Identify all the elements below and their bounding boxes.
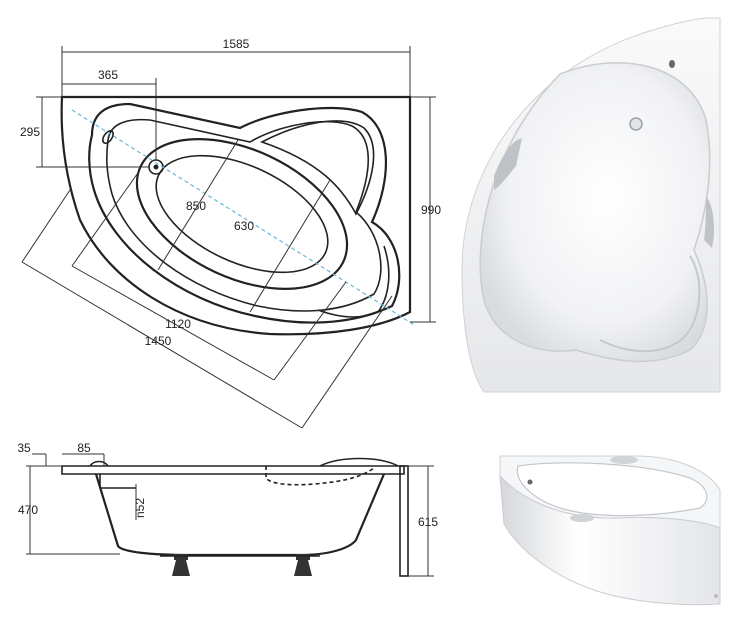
dim-inner-height: 470 bbox=[18, 503, 38, 517]
side-lip-right bbox=[319, 457, 399, 467]
tub-bowl-contour bbox=[106, 118, 382, 312]
leg-right bbox=[294, 560, 312, 576]
top-view-drawing: 1585 365 295 990 850 630 1120 1450 bbox=[20, 37, 441, 429]
photo-handle-left-icon bbox=[494, 138, 522, 190]
tub-basin-floor bbox=[155, 154, 329, 274]
tub-headrest-detail bbox=[317, 245, 390, 318]
photo-handle-right-icon bbox=[704, 196, 714, 248]
dim-drain-offset: 365 bbox=[98, 68, 118, 82]
photo-overflow-icon bbox=[669, 60, 675, 68]
angled-handle-front-icon bbox=[570, 514, 594, 522]
angled-skirt bbox=[499, 474, 721, 606]
drain-center bbox=[153, 164, 159, 170]
dim-inner-length: 850 bbox=[186, 199, 206, 213]
tub-inner-body bbox=[88, 102, 401, 324]
corner-bathtub-angled-photo bbox=[499, 455, 721, 606]
dim-total-height: 615 bbox=[418, 515, 438, 529]
corner-bathtub-top-photo bbox=[461, 17, 721, 393]
angled-foot-icon bbox=[714, 594, 718, 598]
dim-rim-offset: 85 bbox=[77, 441, 91, 455]
tub-axis-line bbox=[71, 109, 417, 327]
overflow-icon bbox=[102, 130, 114, 144]
angled-basin bbox=[516, 462, 708, 517]
side-body bbox=[94, 473, 386, 557]
photo-backrest bbox=[599, 255, 701, 353]
angled-overflow-icon bbox=[527, 479, 533, 485]
dim-rim-depth: 295 bbox=[20, 125, 40, 139]
side-view-drawing: 35 85 470 n52 615 bbox=[17, 441, 438, 577]
leg-mount-right bbox=[296, 554, 310, 560]
side-headrest-dashed bbox=[265, 466, 375, 486]
dim-rim-thickness: 35 bbox=[17, 441, 31, 455]
leg-mount-left bbox=[174, 554, 188, 560]
tub-outer-rim bbox=[60, 95, 412, 336]
leg-left bbox=[172, 560, 190, 576]
side-rim bbox=[61, 465, 405, 475]
side-skirt-panel bbox=[399, 465, 409, 577]
photo-drain-icon bbox=[629, 117, 643, 131]
dim-front-span-outer: 1450 bbox=[145, 334, 172, 348]
angled-handle-icon bbox=[610, 456, 638, 464]
dim-drain-diameter: n52 bbox=[133, 498, 147, 518]
dim-total-width: 1585 bbox=[223, 37, 250, 51]
dim-total-depth: 990 bbox=[421, 203, 441, 217]
tub-backrest bbox=[259, 120, 375, 216]
side-lip bbox=[89, 460, 109, 467]
dim-inner-width: 630 bbox=[234, 219, 254, 233]
photo-basin bbox=[479, 62, 711, 363]
dim-front-span-inner: 1120 bbox=[165, 317, 191, 331]
